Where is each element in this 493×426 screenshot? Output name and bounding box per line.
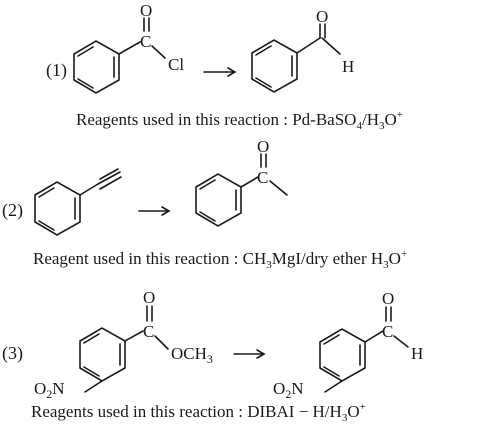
reaction-2-ring-to-carbon-bond [240, 176, 259, 188]
reaction-1-product-hydrogen: H [342, 57, 354, 76]
reaction-3-ring-to-carbon-bond [124, 330, 144, 342]
reaction-1-number: (1) [46, 60, 67, 81]
reaction-1-reagent-text: Reagents used in this reaction : Pd-BaSO… [76, 109, 403, 132]
reaction-1-product-c-h-bond [321, 37, 341, 55]
reaction-3-product-benzene-ring [319, 328, 366, 382]
reaction-3-reagent-text: Reagents used in this reaction : DIBAI −… [31, 401, 366, 424]
reaction-3-reactant-nitro: O2N [34, 379, 65, 401]
reaction-3-reactant-benzene-ring [79, 327, 126, 382]
reaction-1-ring-to-carbon-bond [118, 41, 141, 55]
reaction-2-product-carbon: C [257, 168, 268, 187]
reaction-2-product-benzene-ring [195, 173, 242, 227]
reaction-2-arrow [138, 206, 171, 216]
reaction-2-reagent-text: Reagent used in this reaction : CH3MgI/d… [33, 248, 407, 271]
reaction-3-product-carbon: C [382, 322, 393, 341]
reaction-1-product-benzene-ring [251, 39, 298, 93]
reaction-1-product-ring-to-cho-bond [296, 37, 321, 54]
reaction-2-reactant-benzene-ring [34, 181, 81, 236]
reaction-1-product-oxygen: O [316, 7, 328, 26]
reaction-3-number: (3) [2, 343, 23, 364]
reaction-3-reactant-oxygen: O [143, 288, 155, 307]
reaction-3-product-nitro-bond [324, 380, 343, 393]
reaction-3-product-hydrogen: H [411, 344, 423, 363]
reaction-2-number: (2) [2, 200, 23, 221]
reaction-3-product-c-h-bond [393, 335, 409, 348]
reaction-3-reactant-carbon: C [143, 322, 154, 341]
reaction-2-alkyne-triple-bond [97, 168, 122, 190]
reaction-3-product-oxygen: O [382, 289, 394, 308]
reaction-2-ring-to-alkyne-bond [79, 183, 99, 196]
reaction-3-arrow [233, 349, 266, 359]
reaction-1-acyl-oxygen: O [140, 1, 152, 20]
reaction-1-acyl-carbon: C [140, 32, 151, 51]
reaction-3-product-ring-to-carbon-bond [364, 330, 384, 343]
reaction-1-reactant-benzene-ring [73, 40, 120, 94]
reaction-3-c-o-bond [154, 335, 169, 350]
reaction-2-methyl-bond [269, 180, 288, 196]
reaction-3-product-nitro: O2N [273, 379, 304, 401]
reaction-1-chlorine: Cl [168, 55, 184, 74]
reaction-3-nitro-bond [84, 380, 103, 393]
reaction-1-arrow [203, 67, 237, 77]
reaction-3-ester-group: OCH3 [171, 344, 213, 366]
reaction-2-product-oxygen: O [257, 137, 269, 156]
reaction-1-c-cl-bond [151, 45, 166, 59]
